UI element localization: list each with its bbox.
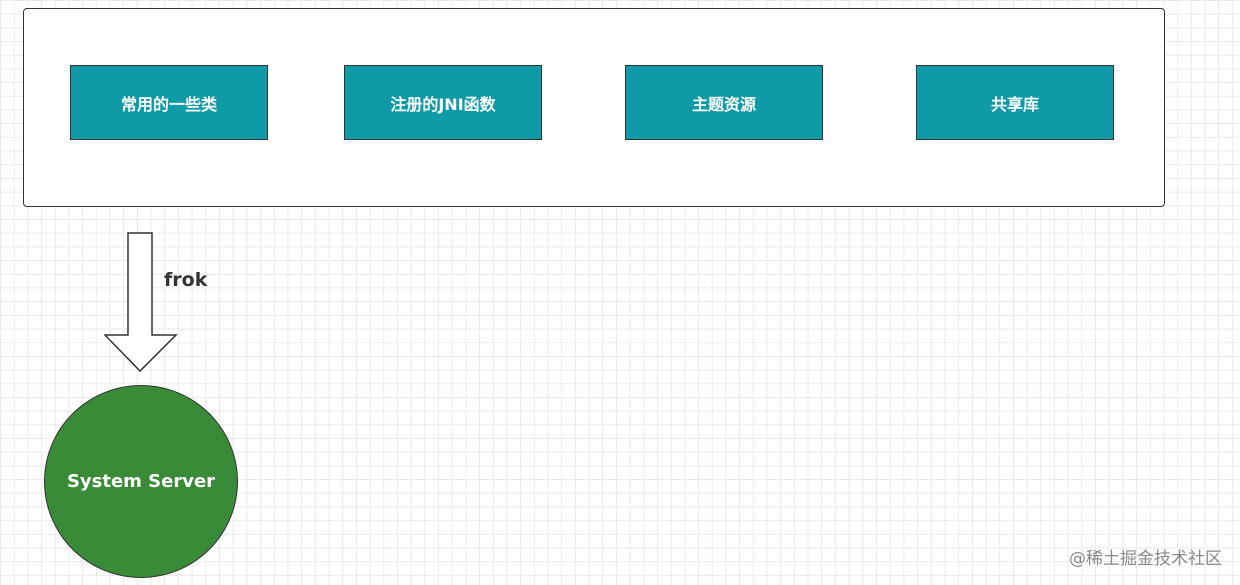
system-server-node: System Server [44, 385, 238, 578]
module-common-classes: 常用的一些类 [70, 65, 268, 140]
module-shared-libraries: 共享库 [916, 65, 1114, 140]
module-label: 注册的JNI函数 [390, 94, 496, 114]
node-label: System Server [66, 471, 216, 492]
module-label: 常用的一些类 [120, 94, 217, 114]
fork-label: frok [164, 269, 208, 291]
module-label: 主题资源 [691, 94, 756, 114]
fork-arrow [104, 232, 178, 373]
module-theme-resources: 主题资源 [625, 65, 823, 140]
module-label: 共享库 [990, 94, 1039, 114]
module-jni-functions: 注册的JNI函数 [344, 65, 542, 140]
watermark: @稀土掘金技术社区 [1069, 549, 1222, 569]
